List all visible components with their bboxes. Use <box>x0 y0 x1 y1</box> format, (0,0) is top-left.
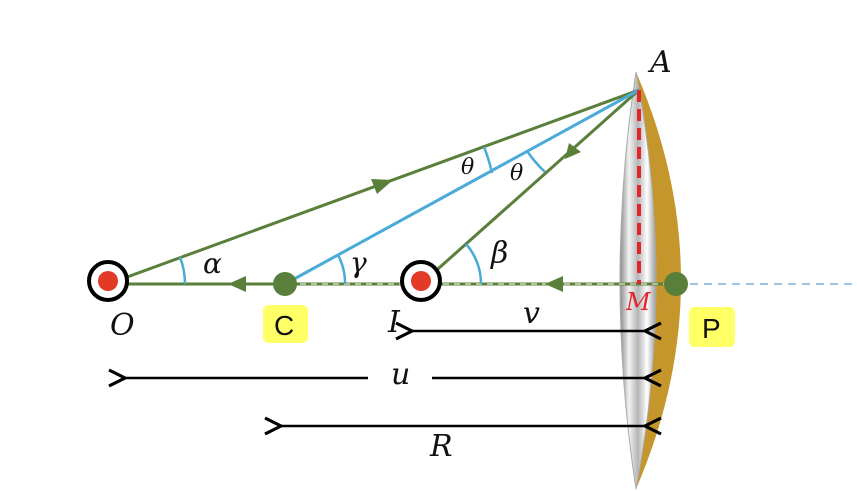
center-of-curvature-point <box>273 272 297 296</box>
normal-line <box>284 88 640 286</box>
label-C: C <box>274 310 294 341</box>
label-alpha: α <box>203 247 222 280</box>
label-theta-1: θ <box>461 155 474 180</box>
pole-point <box>664 272 688 296</box>
object-point-O <box>87 260 129 302</box>
angle-alpha-arc <box>178 256 187 285</box>
incident-ray <box>107 88 640 286</box>
incident-ray-arrowhead <box>371 179 393 194</box>
image-point-I <box>400 260 442 302</box>
label-A: A <box>647 45 672 80</box>
angle-theta-arc-1 <box>482 146 494 174</box>
label-I: I <box>387 305 401 340</box>
mirror-back-edge <box>636 72 681 489</box>
label-O: O <box>110 308 135 343</box>
angle-gamma-arc <box>336 254 347 285</box>
label-R: R <box>429 429 453 464</box>
label-theta-2: θ <box>510 161 523 186</box>
label-M: M <box>625 288 652 316</box>
reflected-ray-arrowhead <box>565 143 581 159</box>
label-P: P <box>702 313 721 344</box>
label-v: v <box>523 296 540 331</box>
angle-beta-arc <box>465 243 483 285</box>
angle-theta-arc-2 <box>525 150 546 173</box>
label-u: u <box>391 357 410 392</box>
label-beta: β <box>490 236 508 271</box>
label-C-highlight <box>263 305 308 343</box>
label-P-highlight <box>689 307 735 347</box>
reflected-ray <box>420 88 640 286</box>
axis-arrowhead-left <box>228 276 246 292</box>
axis-arrowhead-mid <box>545 276 563 292</box>
label-gamma: γ <box>350 246 367 279</box>
